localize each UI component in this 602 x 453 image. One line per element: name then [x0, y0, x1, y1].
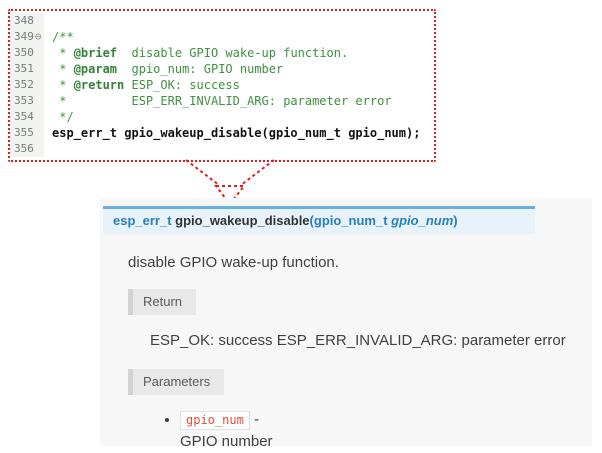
code-line: 352 * @return ESP_OK: success: [10, 77, 434, 93]
code-text: [44, 141, 52, 157]
parameter-separator: -: [249, 411, 264, 428]
code-line: 355 esp_err_t gpio_wakeup_disable(gpio_nu…: [10, 125, 434, 141]
signature-function-name: gpio_wakeup_disable: [175, 213, 310, 228]
code-text: * @param gpio_num: GPIO number: [52, 62, 284, 76]
line-number: 351: [10, 61, 44, 77]
signature-arg-name: gpio_num: [391, 213, 454, 228]
line-number: 352: [10, 77, 44, 93]
line-number: 354: [10, 109, 44, 125]
line-number: 353: [10, 93, 44, 109]
code-line: 353 * ESP_ERR_INVALID_ARG: parameter err…: [10, 93, 434, 109]
return-section-text: ESP_OK: success ESP_ERR_INVALID_ARG: par…: [150, 332, 566, 349]
signature-open-paren: (: [309, 213, 314, 228]
code-line: 356: [10, 141, 434, 157]
signature-close-paren: ): [453, 213, 458, 228]
fold-collapse-icon[interactable]: ⊖: [34, 30, 42, 43]
code-line: 348: [10, 13, 434, 29]
code-text: * @return ESP_OK: success: [52, 78, 240, 92]
parameter-description: GPIO number: [180, 433, 273, 450]
code-text: * ESP_ERR_INVALID_ARG: parameter error: [52, 94, 392, 108]
code-text: esp_err_t gpio_wakeup_disable(gpio_num_t…: [52, 126, 421, 140]
code-text: */: [52, 110, 74, 124]
parameter-item: gpio_num - GPIO number: [180, 411, 592, 450]
parameters-section-header: Parameters: [128, 369, 225, 395]
line-number: 349⊖: [10, 29, 44, 45]
code-text: [44, 13, 52, 29]
parameter-name-literal: gpio_num: [180, 411, 250, 430]
dotted-arrow-down-icon: [185, 159, 275, 206]
line-number: 355: [10, 125, 44, 141]
code-line: 350 * @brief disable GPIO wake-up functi…: [10, 45, 434, 61]
return-section-header: Return: [128, 289, 197, 315]
function-description: disable GPIO wake-up function.: [128, 254, 339, 271]
line-number: 348: [10, 13, 44, 29]
generated-doc-panel: esp_err_t gpio_wakeup_disable(gpio_num_t…: [100, 198, 592, 450]
code-line: 354 */: [10, 109, 434, 125]
function-signature: esp_err_t gpio_wakeup_disable(gpio_num_t…: [103, 206, 535, 234]
signature-return-type: esp_err_t: [113, 213, 176, 228]
code-line: 351 * @param gpio_num: GPIO number: [10, 61, 434, 77]
code-text: * @brief disable GPIO wake-up function.: [52, 46, 349, 60]
signature-arg-type: gpio_num_t: [313, 213, 392, 228]
line-number: 356: [10, 141, 44, 157]
code-line: 349⊖ /**: [10, 29, 434, 45]
parameters-list: gpio_num - GPIO number: [100, 411, 592, 450]
code-text: /**: [52, 30, 74, 44]
line-number: 350: [10, 45, 44, 61]
